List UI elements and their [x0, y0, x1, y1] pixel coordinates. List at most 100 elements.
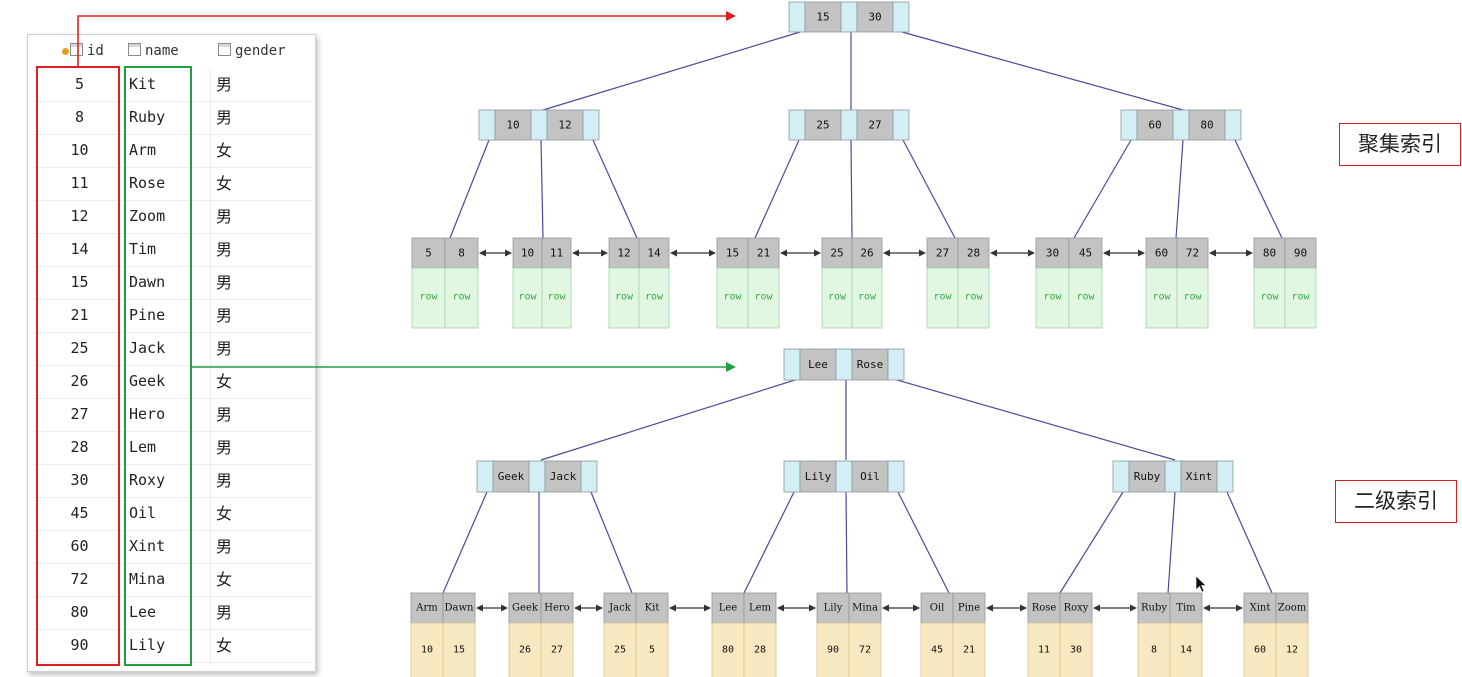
arrow-head-left — [990, 249, 997, 257]
primary-key-cell — [410, 622, 444, 677]
leaf-key-label: 21 — [757, 247, 770, 260]
row-data-label: row — [1291, 292, 1310, 303]
key-cell — [804, 109, 842, 141]
key-label: Lily — [805, 470, 832, 483]
row-data-label: row — [723, 292, 742, 303]
id-cell: 15 — [70, 273, 89, 291]
primary-key-cell — [540, 622, 574, 677]
leaf-key-label: Lem — [749, 603, 772, 614]
key-cell — [492, 460, 530, 493]
leaf-key-cell — [743, 592, 777, 624]
tree-edge — [442, 491, 488, 594]
arrow-head-left — [572, 249, 579, 257]
name-cell: Hero — [129, 405, 166, 423]
gender-cell: 女 — [216, 636, 233, 655]
row-data-cell — [1035, 267, 1070, 329]
clustered-arrow-head — [726, 11, 736, 21]
pointer-slot — [1216, 460, 1234, 493]
name-cell: Arm — [129, 141, 157, 159]
key-cell — [851, 460, 889, 493]
column-icon — [218, 43, 231, 56]
key-cell — [799, 348, 837, 381]
primary-key-label: 72 — [859, 645, 871, 656]
tree-edge — [592, 139, 638, 239]
leaf-key-label: Tim — [1176, 603, 1196, 614]
row-data-cell — [1284, 267, 1317, 329]
row-data-label: row — [1152, 292, 1171, 303]
gender-cell: 女 — [216, 570, 233, 589]
leaf-key-label: Ruby — [1141, 603, 1167, 614]
tree-edge — [896, 379, 1176, 461]
name-cell: Lily — [129, 636, 166, 654]
gender-cell: 男 — [216, 306, 233, 325]
gender-cell: 男 — [216, 438, 233, 457]
gender-cell: 男 — [216, 240, 233, 259]
key-cell — [856, 109, 894, 141]
row-data-label: row — [645, 292, 664, 303]
arrow-head-left — [574, 604, 581, 612]
column-icon — [128, 43, 141, 56]
name-cell: Oil — [129, 504, 157, 522]
arrow-head-left — [883, 249, 890, 257]
leaf-key-cell — [1068, 237, 1103, 269]
arrow-head-left — [1203, 604, 1210, 612]
leaf-key-label: 5 — [425, 247, 432, 260]
leaf-key-label: 27 — [936, 247, 949, 260]
tree-edge — [845, 491, 848, 594]
id-cell: 26 — [70, 372, 89, 390]
name-cell: Ruby — [129, 108, 166, 126]
column-header-name[interactable]: name — [128, 35, 179, 67]
leaf-key-label: Lily — [824, 603, 843, 614]
tree-edge — [901, 31, 1184, 111]
tree-edge — [449, 139, 490, 239]
pointer-slot — [528, 460, 546, 493]
arrow-head-right — [809, 604, 816, 612]
tree-edge — [1059, 491, 1124, 594]
primary-key-label: 28 — [754, 645, 766, 656]
key-cell — [544, 460, 582, 493]
tree-edge — [743, 491, 795, 594]
row-data-label: row — [1183, 292, 1202, 303]
primary-key-cell — [1137, 622, 1171, 677]
leaf-key-label: Dawn — [445, 603, 475, 614]
column-header-id[interactable]: id — [62, 35, 104, 67]
key-cell — [804, 1, 842, 33]
clustered-index-label: 聚集索引 — [1339, 123, 1461, 166]
row-data-cell — [512, 267, 543, 329]
gender-cell: 男 — [216, 207, 233, 226]
arrow-head-right — [1130, 604, 1137, 612]
gender-cell: 男 — [216, 273, 233, 292]
primary-key-cell — [508, 622, 542, 677]
leaf-key-cell — [816, 592, 850, 624]
tree-edge — [754, 139, 800, 239]
pointer-slot — [478, 109, 496, 141]
pointer-slot — [783, 460, 801, 493]
tree-edge — [1073, 139, 1132, 239]
row-data-label: row — [964, 292, 983, 303]
table-row[interactable]: 90 Lily 女 — [33, 629, 311, 663]
leaf-key-label: 72 — [1186, 247, 1199, 260]
gender-cell: 男 — [216, 75, 233, 94]
key-cell — [1180, 460, 1218, 493]
primary-key-label: 10 — [421, 645, 433, 656]
column-header-gender[interactable]: gender — [218, 35, 286, 67]
id-cell: 90 — [70, 636, 89, 654]
